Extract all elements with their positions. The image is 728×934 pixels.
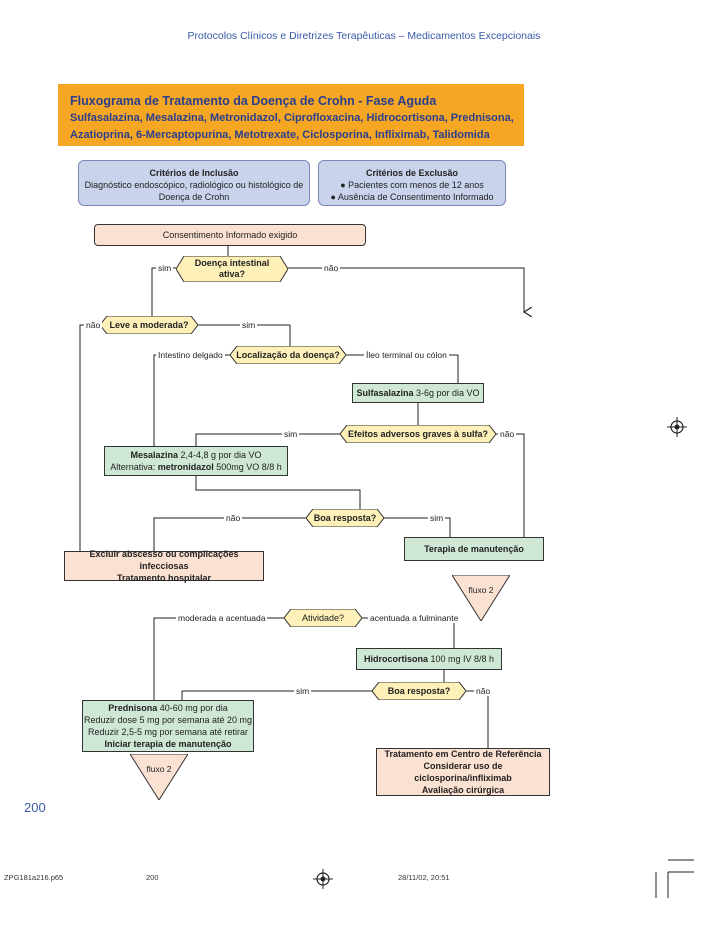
excluir-abscesso-box: Excluir abscesso ou complicações infecci… [64, 549, 264, 583]
label-sim-doenca: sim [156, 263, 174, 273]
label-sim-leve: sim [240, 320, 258, 330]
decision-boa-resposta-1: Boa resposta? [306, 509, 384, 527]
decision-atividade: Atividade? [284, 609, 362, 627]
consent-box: Consentimento Informado exigido [94, 224, 366, 246]
drug-list-line-2: Azatioprina, 6-Mercaptopurina, Metotrexa… [70, 129, 490, 141]
decision-localizacao: Localização da doença? [230, 346, 346, 364]
fluxo2-b-text: fluxo 2 [146, 764, 172, 774]
label-ileo-colon: Íleo terminal ou cólon [364, 350, 449, 360]
decision-leve-moderada: Leve a moderada? [100, 316, 198, 334]
trat-line-3: Avaliação cirúrgica [421, 785, 505, 795]
label-nao-efeitos: não [498, 429, 517, 439]
mesa-alt-drug: metronidazol [157, 462, 214, 472]
excluir-line-1: Excluir abscesso ou complicações infecci… [89, 549, 239, 571]
label-moderada-acentuada: moderada a acentuada [176, 613, 268, 623]
localizacao-text: Localização da doença? [236, 349, 340, 360]
fluxo2-triangle-b: fluxo 2 [130, 754, 188, 800]
page-number: 200 [24, 800, 46, 815]
label-nao-boa1: não [224, 513, 243, 523]
mesa-alt-prefix: Alternativa: [110, 462, 158, 472]
crop-mark-icon [655, 859, 694, 898]
sulfa-dose: 3-6g por dia VO [413, 388, 480, 398]
label-intestino-delgado: Intestino delgado [156, 350, 225, 360]
exclusion-criteria: Critérios de Exclusão ● Pacientes com me… [318, 160, 506, 206]
sulfasalazina-box: Sulfasalazina 3-6g por dia VO [352, 383, 484, 403]
registration-mark-icon [313, 869, 333, 889]
boa1-text: Boa resposta? [313, 512, 377, 523]
doenca-line-1: Doença intestinal [194, 258, 270, 268]
sulfa-drug: Sulfasalazina [356, 388, 414, 398]
exclusion-line-1: ● Pacientes com menos de 12 anos [340, 180, 484, 190]
decision-boa-resposta-2: Boa resposta? [372, 682, 466, 700]
inclusion-title: Critérios de Inclusão [149, 168, 239, 178]
mesa-alt-dose: 500mg VO 8/8 h [213, 462, 282, 472]
manutencao-box: Terapia de manutenção [404, 537, 544, 561]
pred-dose: 40-60 mg por dia [157, 703, 228, 713]
mesa-dose: 2,4-4,8 g por dia VO [177, 450, 262, 460]
label-acentuada-fulminante: acentuada a fulminante [368, 613, 461, 623]
label-sim-boa2: sim [294, 686, 312, 696]
mesa-drug: Mesalazina [130, 450, 178, 460]
excluir-line-2: Tratamento hospitalar [116, 573, 212, 583]
title-banner: Fluxograma de Tratamento da Doença de Cr… [58, 84, 524, 146]
trat-line-1: Tratamento em Centro de Referência [384, 749, 542, 759]
footer-datetime: 28/11/02, 20:51 [398, 873, 450, 882]
efeitos-text: Efeitos adversos graves à sulfa? [347, 428, 489, 439]
consent-text: Consentimento Informado exigido [162, 230, 298, 240]
footer-filename: ZPG181a216.p65 [4, 873, 64, 882]
exclusion-title: Critérios de Exclusão [365, 168, 459, 178]
label-sim-efeitos: sim [282, 429, 300, 439]
label-nao-leve: não [84, 320, 103, 330]
atividade-text: Atividade? [301, 612, 345, 623]
trat-line-2: Considerar uso de ciclosporina/inflixima… [414, 761, 512, 783]
tratamento-referencia-box: Tratamento em Centro de Referência Consi… [376, 748, 550, 796]
leve-text: Leve a moderada? [109, 319, 189, 330]
inclusion-criteria: Critérios de Inclusão Diagnóstico endosc… [78, 160, 310, 206]
pred-line-3: Reduzir 2,5-5 mg por semana até retirar [87, 727, 249, 737]
pred-line-4: Iniciar terapia de manutenção [104, 739, 232, 749]
mesalazina-box: Mesalazina 2,4-4,8 g por dia VO Alternat… [104, 446, 288, 476]
decision-efeitos-adversos: Efeitos adversos graves à sulfa? [340, 425, 496, 443]
hidrocortisona-box: Hidrocortisona 100 mg IV 8/8 h [356, 648, 502, 670]
flowchart-title: Fluxograma de Tratamento da Doença de Cr… [70, 94, 437, 108]
doenca-line-2: ativa? [218, 269, 245, 279]
hidro-dose: 100 mg IV 8/8 h [427, 654, 495, 664]
hidro-drug: Hidrocortisona [363, 654, 428, 664]
prednisona-box: Prednisona 40-60 mg por dia Reduzir dose… [82, 700, 254, 752]
fluxo2-a-text: fluxo 2 [468, 585, 494, 595]
inclusion-line-2: Doença de Crohn [158, 192, 230, 202]
label-nao-doenca: não [322, 263, 341, 273]
label-sim-boa1: sim [428, 513, 446, 523]
pred-line-2: Reduzir dose 5 mg por semana até 20 mg [83, 715, 253, 725]
footer-page: 200 [146, 873, 159, 882]
inclusion-line-1: Diagnóstico endoscópico, radiológico ou … [84, 180, 304, 190]
page-header: Protocolos Clínicos e Diretrizes Terapêu… [187, 30, 541, 42]
registration-mark-icon [667, 417, 687, 437]
fluxo2-triangle-a: fluxo 2 [452, 575, 510, 621]
drug-list-line-1: Sulfasalazina, Mesalazina, Metronidazol,… [70, 112, 514, 124]
manutencao-text: Terapia de manutenção [424, 544, 524, 554]
pred-drug: Prednisona [108, 703, 158, 713]
exclusion-line-2: ● Ausência de Consentimento Informado [330, 192, 494, 202]
boa2-text: Boa resposta? [387, 685, 451, 696]
label-nao-boa2: não [474, 686, 493, 696]
